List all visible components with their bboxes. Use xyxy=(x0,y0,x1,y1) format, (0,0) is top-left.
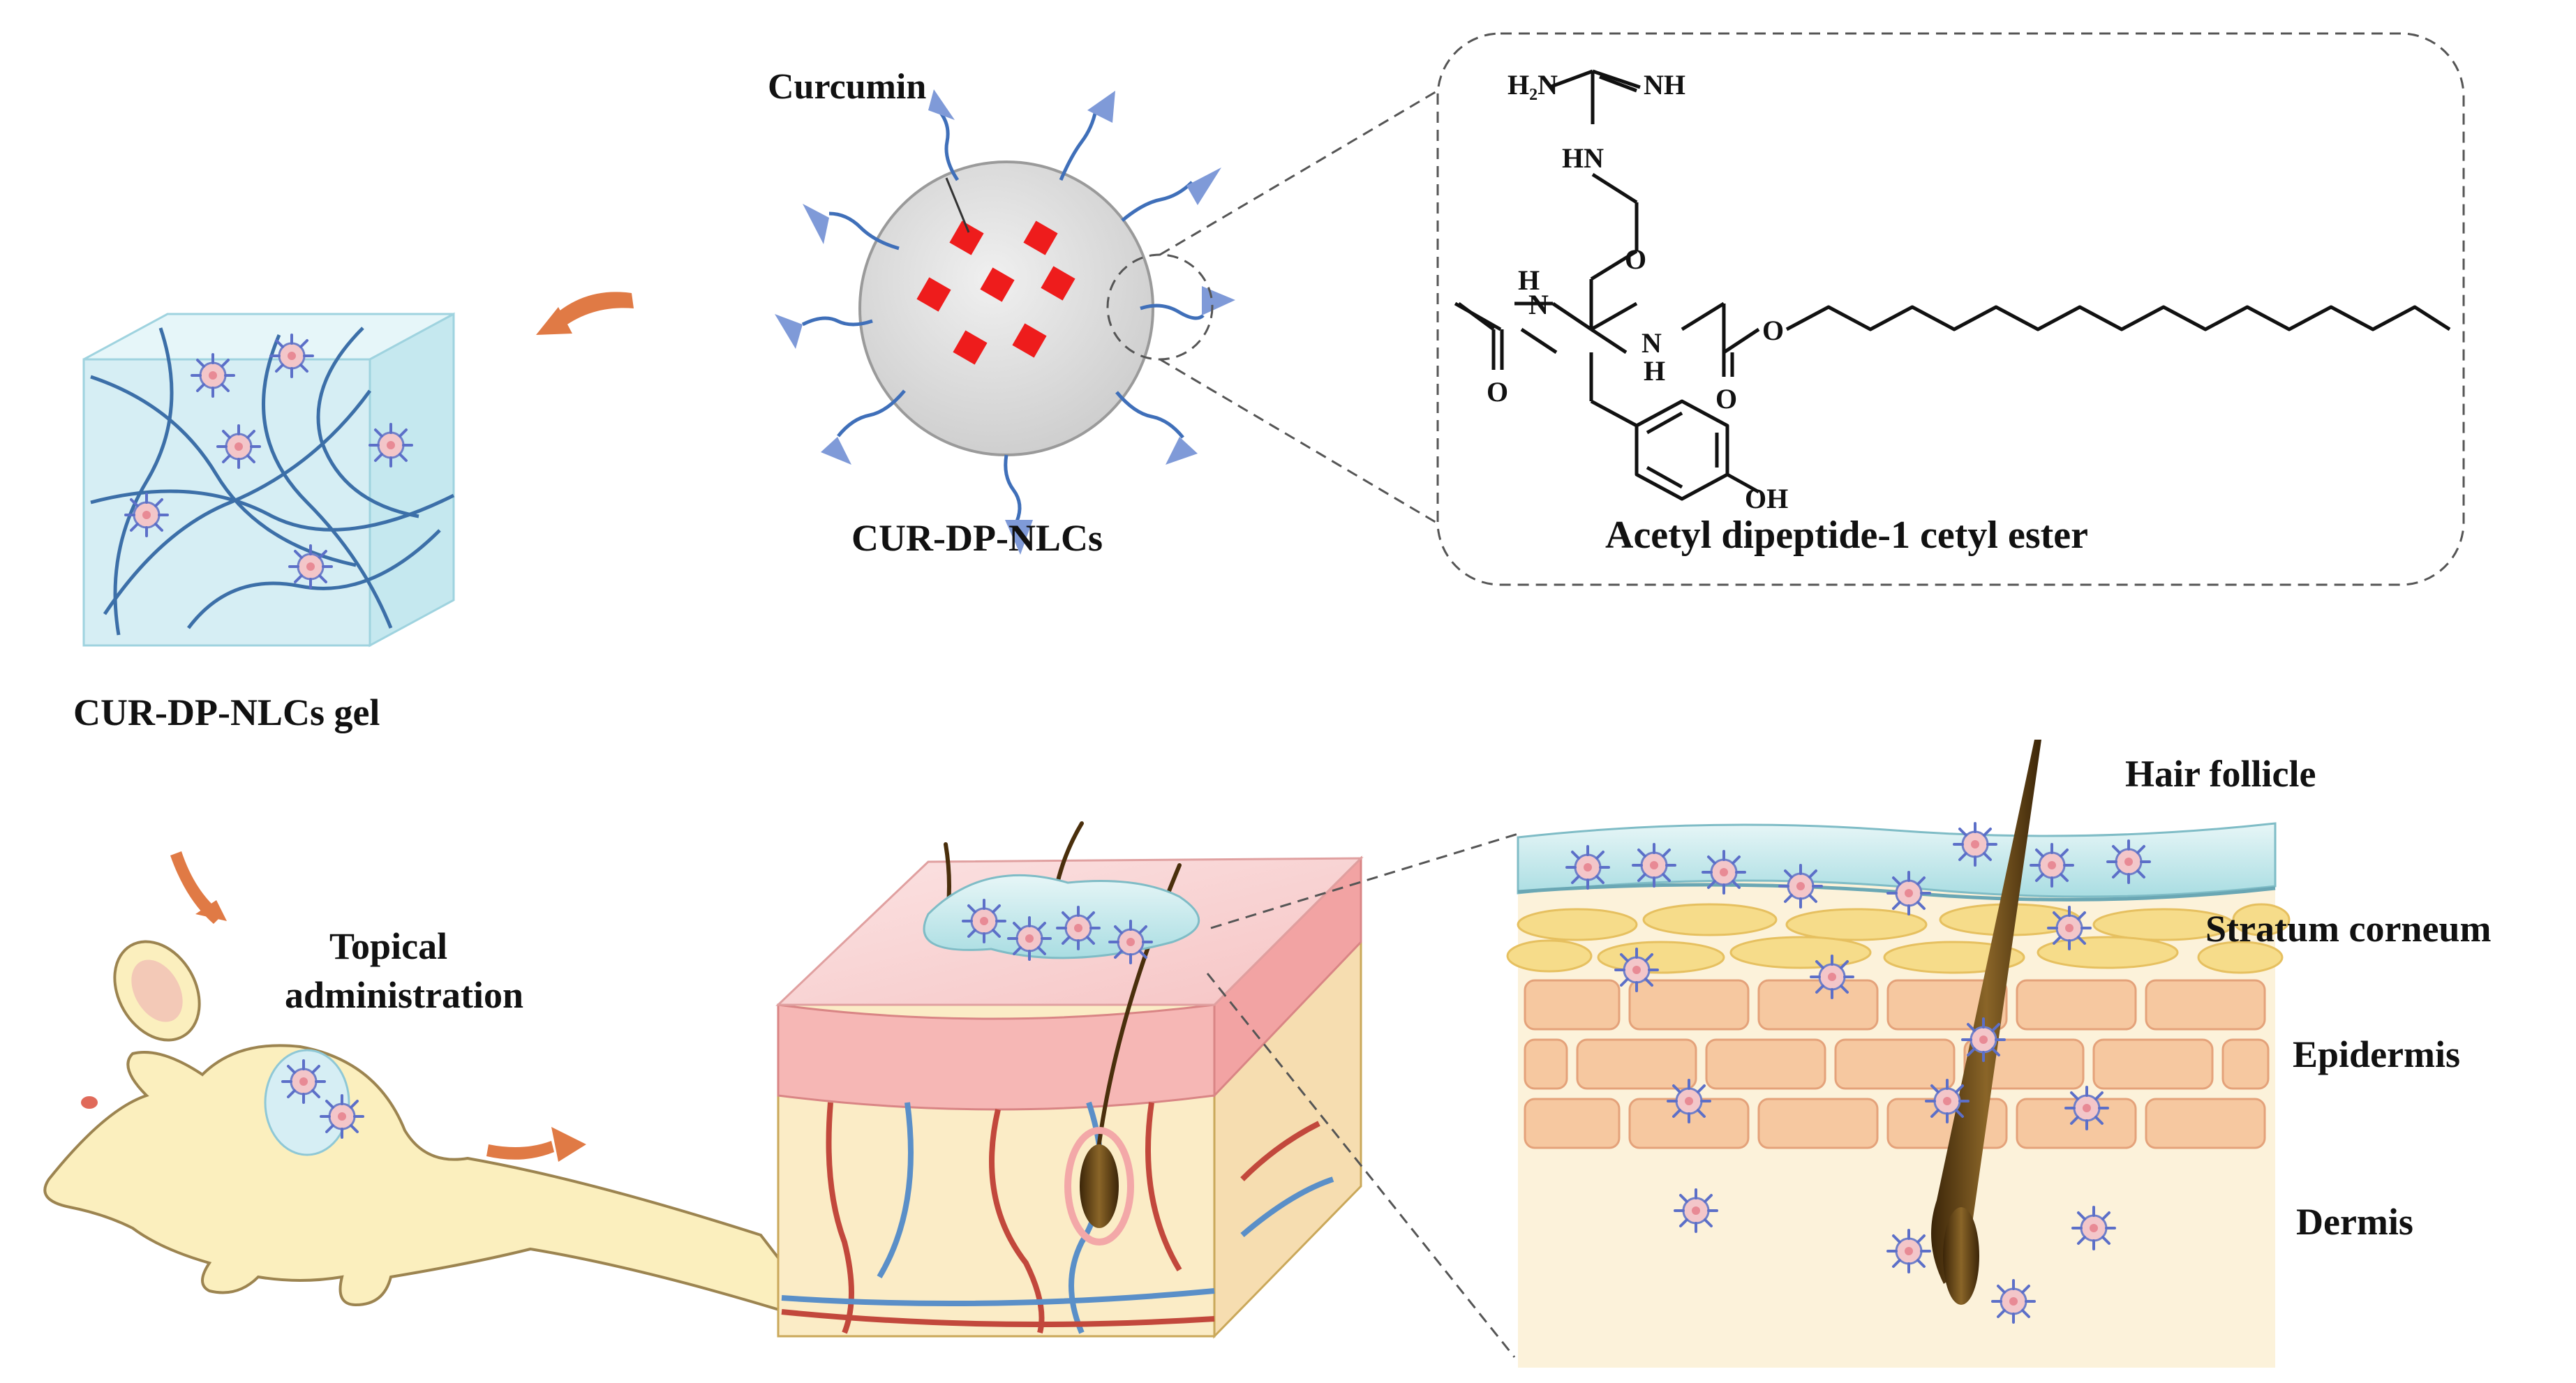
label-dermis: Dermis xyxy=(2296,1201,2413,1243)
chem-n2: N xyxy=(1641,327,1662,359)
chem-h1: H xyxy=(1518,264,1540,296)
nanoparticle xyxy=(775,89,1235,555)
label-molecule-name: Acetyl dipeptide-1 cetyl ester xyxy=(1605,514,2088,557)
chem-o2: O xyxy=(1487,376,1508,408)
chem-o4: O xyxy=(1762,315,1784,346)
label-topical-line1: Topical xyxy=(329,925,448,967)
label-hair-follicle: Hair follicle xyxy=(2125,753,2316,795)
zoom-callout xyxy=(1106,32,2465,586)
skin-block xyxy=(775,821,1364,1339)
skin-cross-section xyxy=(1506,740,2291,1368)
gel-cube xyxy=(82,312,455,648)
chem-o1: O xyxy=(1625,244,1646,275)
peptide-tails xyxy=(801,109,1205,522)
curcumin-molecules xyxy=(916,220,1075,365)
chem-o3: O xyxy=(1715,383,1737,414)
blue-arrowheads xyxy=(775,89,1235,555)
label-gel: CUR-DP-NLCs gel xyxy=(73,692,380,733)
chemical-structure xyxy=(1454,69,2451,501)
chem-nh: NH xyxy=(1644,69,1685,100)
label-epidermis: Epidermis xyxy=(2293,1033,2461,1075)
label-topical-line2: administration xyxy=(285,974,524,1016)
chem-h2: H xyxy=(1644,355,1665,387)
arrow-to-skin xyxy=(486,1141,554,1160)
label-curcumin: Curcumin xyxy=(768,67,927,107)
mouse xyxy=(43,940,835,1329)
chem-h2n: H₂N xyxy=(1507,69,1558,100)
chem-hn: HN xyxy=(1562,142,1604,174)
arrow-to-gel xyxy=(548,292,634,329)
process-arrows xyxy=(170,292,634,1162)
label-stratum-corneum: Stratum corneum xyxy=(2205,908,2492,950)
skin-zoom-lines xyxy=(1206,832,1519,1358)
chem-n1: N xyxy=(1528,289,1549,320)
chemical-labels: H₂N NH HN N H N H O O O O OH xyxy=(1487,69,1788,514)
label-cur-dp-nlcs: CUR-DP-NLCs xyxy=(851,517,1103,559)
curcumin-pointer xyxy=(945,177,970,233)
chem-oh: OH xyxy=(1745,483,1788,514)
